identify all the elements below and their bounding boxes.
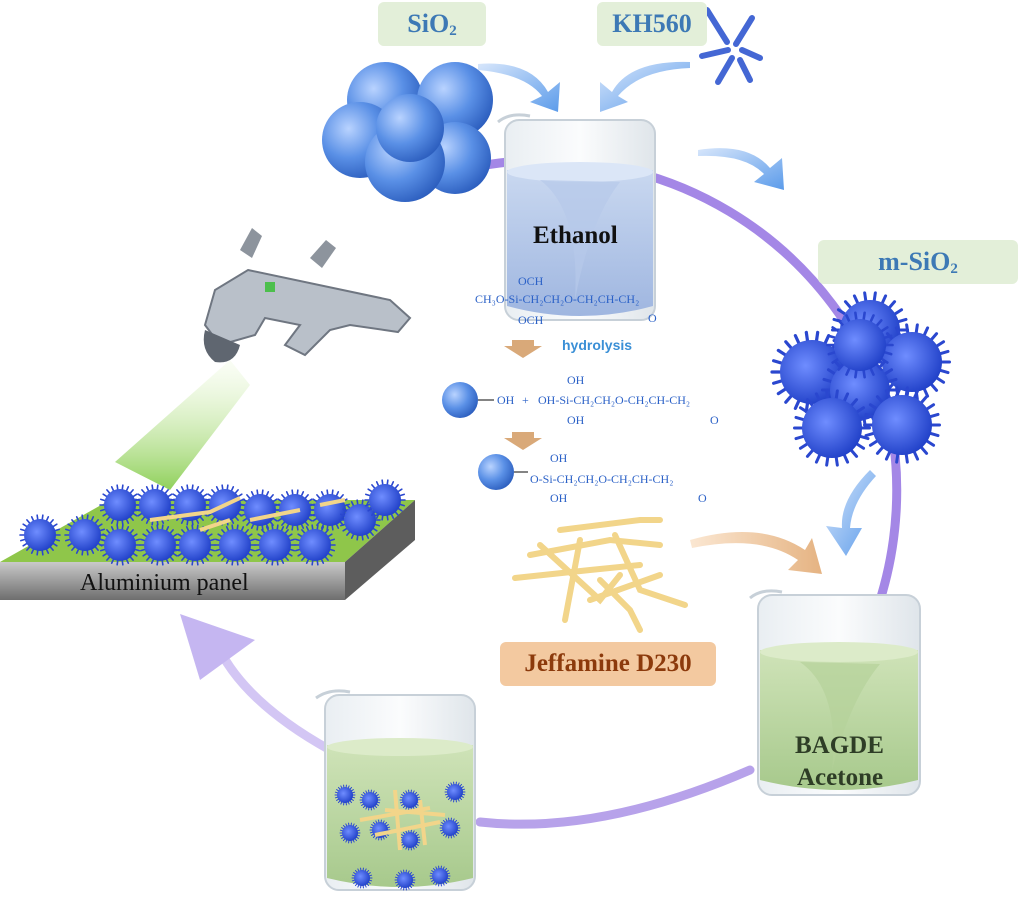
spray-cone-icon xyxy=(115,360,250,490)
panel-particle-3 xyxy=(139,524,181,566)
jeffamine-fibers-icon xyxy=(512,517,688,633)
msio2-particles-icon xyxy=(770,291,951,467)
mixture-particle-1 xyxy=(359,789,381,811)
panel-fibers xyxy=(149,496,346,532)
kh560-molecule-icon xyxy=(699,7,763,85)
grafted-oh-top: OH xyxy=(550,451,568,465)
mixture-particle-8 xyxy=(351,867,373,889)
spray-gun-icon xyxy=(115,228,412,490)
kh560-label: KH560 xyxy=(597,2,707,46)
panel-particle-16 xyxy=(364,479,406,521)
panel-particle-15 xyxy=(339,499,381,541)
plus-sign: + xyxy=(522,393,529,407)
mixture-particle-9 xyxy=(394,869,416,891)
cycle-arc-bottom xyxy=(475,765,755,829)
panel-particle-5 xyxy=(214,524,256,566)
mixture-particle-10 xyxy=(429,865,451,887)
sio2-arrow-icon xyxy=(478,63,560,112)
hydrolysis-label: hydrolysis xyxy=(562,337,632,353)
hydrolyzed-oh-top: OH xyxy=(567,373,585,387)
jeffamine-label: Jeffamine D230 xyxy=(500,642,716,686)
grafted-formula: O-Si-CH₂CH₂O-CH₂CH-CH₂ xyxy=(530,472,673,486)
kh560-arrow-icon xyxy=(600,61,690,112)
acetone-label: Acetone xyxy=(797,764,884,791)
hydrolyzed-oh-bottom: OH xyxy=(567,413,585,427)
panel-particle-8 xyxy=(99,484,141,526)
mixture-particle-2 xyxy=(399,789,421,811)
silane-structure: OCH CH₃O-Si-CH₂CH₂O-CH₂CH-CH₂ OCH O xyxy=(475,274,657,327)
reaction-step-arrows xyxy=(504,340,542,450)
mixture-beaker-icon xyxy=(315,689,476,891)
msio2-particle-4 xyxy=(793,389,871,467)
panel-particle-6 xyxy=(254,524,296,566)
particle-oh-label: OH xyxy=(497,393,515,407)
mixture-particle-4 xyxy=(339,822,361,844)
hydrolyzed-epoxide-o: O xyxy=(710,413,719,427)
to-msio2-arrow-icon xyxy=(698,148,784,190)
silane-och3-top: OCH xyxy=(518,274,544,288)
silane-och3-bottom: OCH xyxy=(518,313,544,327)
silane-epoxide-o: O xyxy=(648,311,657,325)
coating-particles xyxy=(19,479,406,566)
panel-particle-2 xyxy=(99,524,141,566)
ethanol-beaker-icon xyxy=(497,113,656,321)
silane-formula: CH₃O-Si-CH₂CH₂O-CH₂CH-CH₂ xyxy=(475,292,639,306)
mixture-particle-7 xyxy=(439,817,461,839)
sio2-particles-icon xyxy=(322,62,493,202)
jeffamine-arrow-icon xyxy=(690,532,822,574)
particle-2-icon xyxy=(478,454,514,490)
ethanol-label: Ethanol xyxy=(533,222,618,249)
grafted-epoxide-o: O xyxy=(698,491,707,505)
step-arrow-2-icon xyxy=(504,432,542,450)
mixture-particle-0 xyxy=(334,784,356,806)
msio2-particle-5 xyxy=(863,386,941,464)
cycle-arrow-head xyxy=(180,614,255,680)
bagde-beaker-icon xyxy=(749,589,921,796)
mixture-contents xyxy=(334,781,466,891)
msio2-particle-6 xyxy=(826,311,894,379)
aluminium-panel-label: Aluminium panel xyxy=(80,570,249,596)
step-arrow-1-icon xyxy=(504,340,542,358)
grafted-oh-bottom: OH xyxy=(550,491,568,505)
particle-1-icon xyxy=(442,382,478,418)
hydrolyzed-formula: OH-Si-CH₂CH₂O-CH₂CH-CH₂ xyxy=(538,393,690,407)
panel-particle-1 xyxy=(64,514,106,556)
grafted-structure: OH O-Si-CH₂CH₂O-CH₂CH-CH₂ OH O xyxy=(530,451,707,505)
panel-particle-4 xyxy=(174,524,216,566)
hydrolyzed-structure: OH + OH OH-Si-CH₂CH₂O-CH₂CH-CH₂ OH O xyxy=(497,373,719,427)
panel-particle-0 xyxy=(19,514,61,556)
mixture-fibers xyxy=(359,789,446,851)
bagde-label: BAGDE xyxy=(795,732,884,759)
msio2-down-arrow-icon xyxy=(826,470,876,556)
mixture-particle-3 xyxy=(444,781,466,803)
panel-particle-7 xyxy=(294,524,336,566)
input-arrows xyxy=(478,61,876,556)
